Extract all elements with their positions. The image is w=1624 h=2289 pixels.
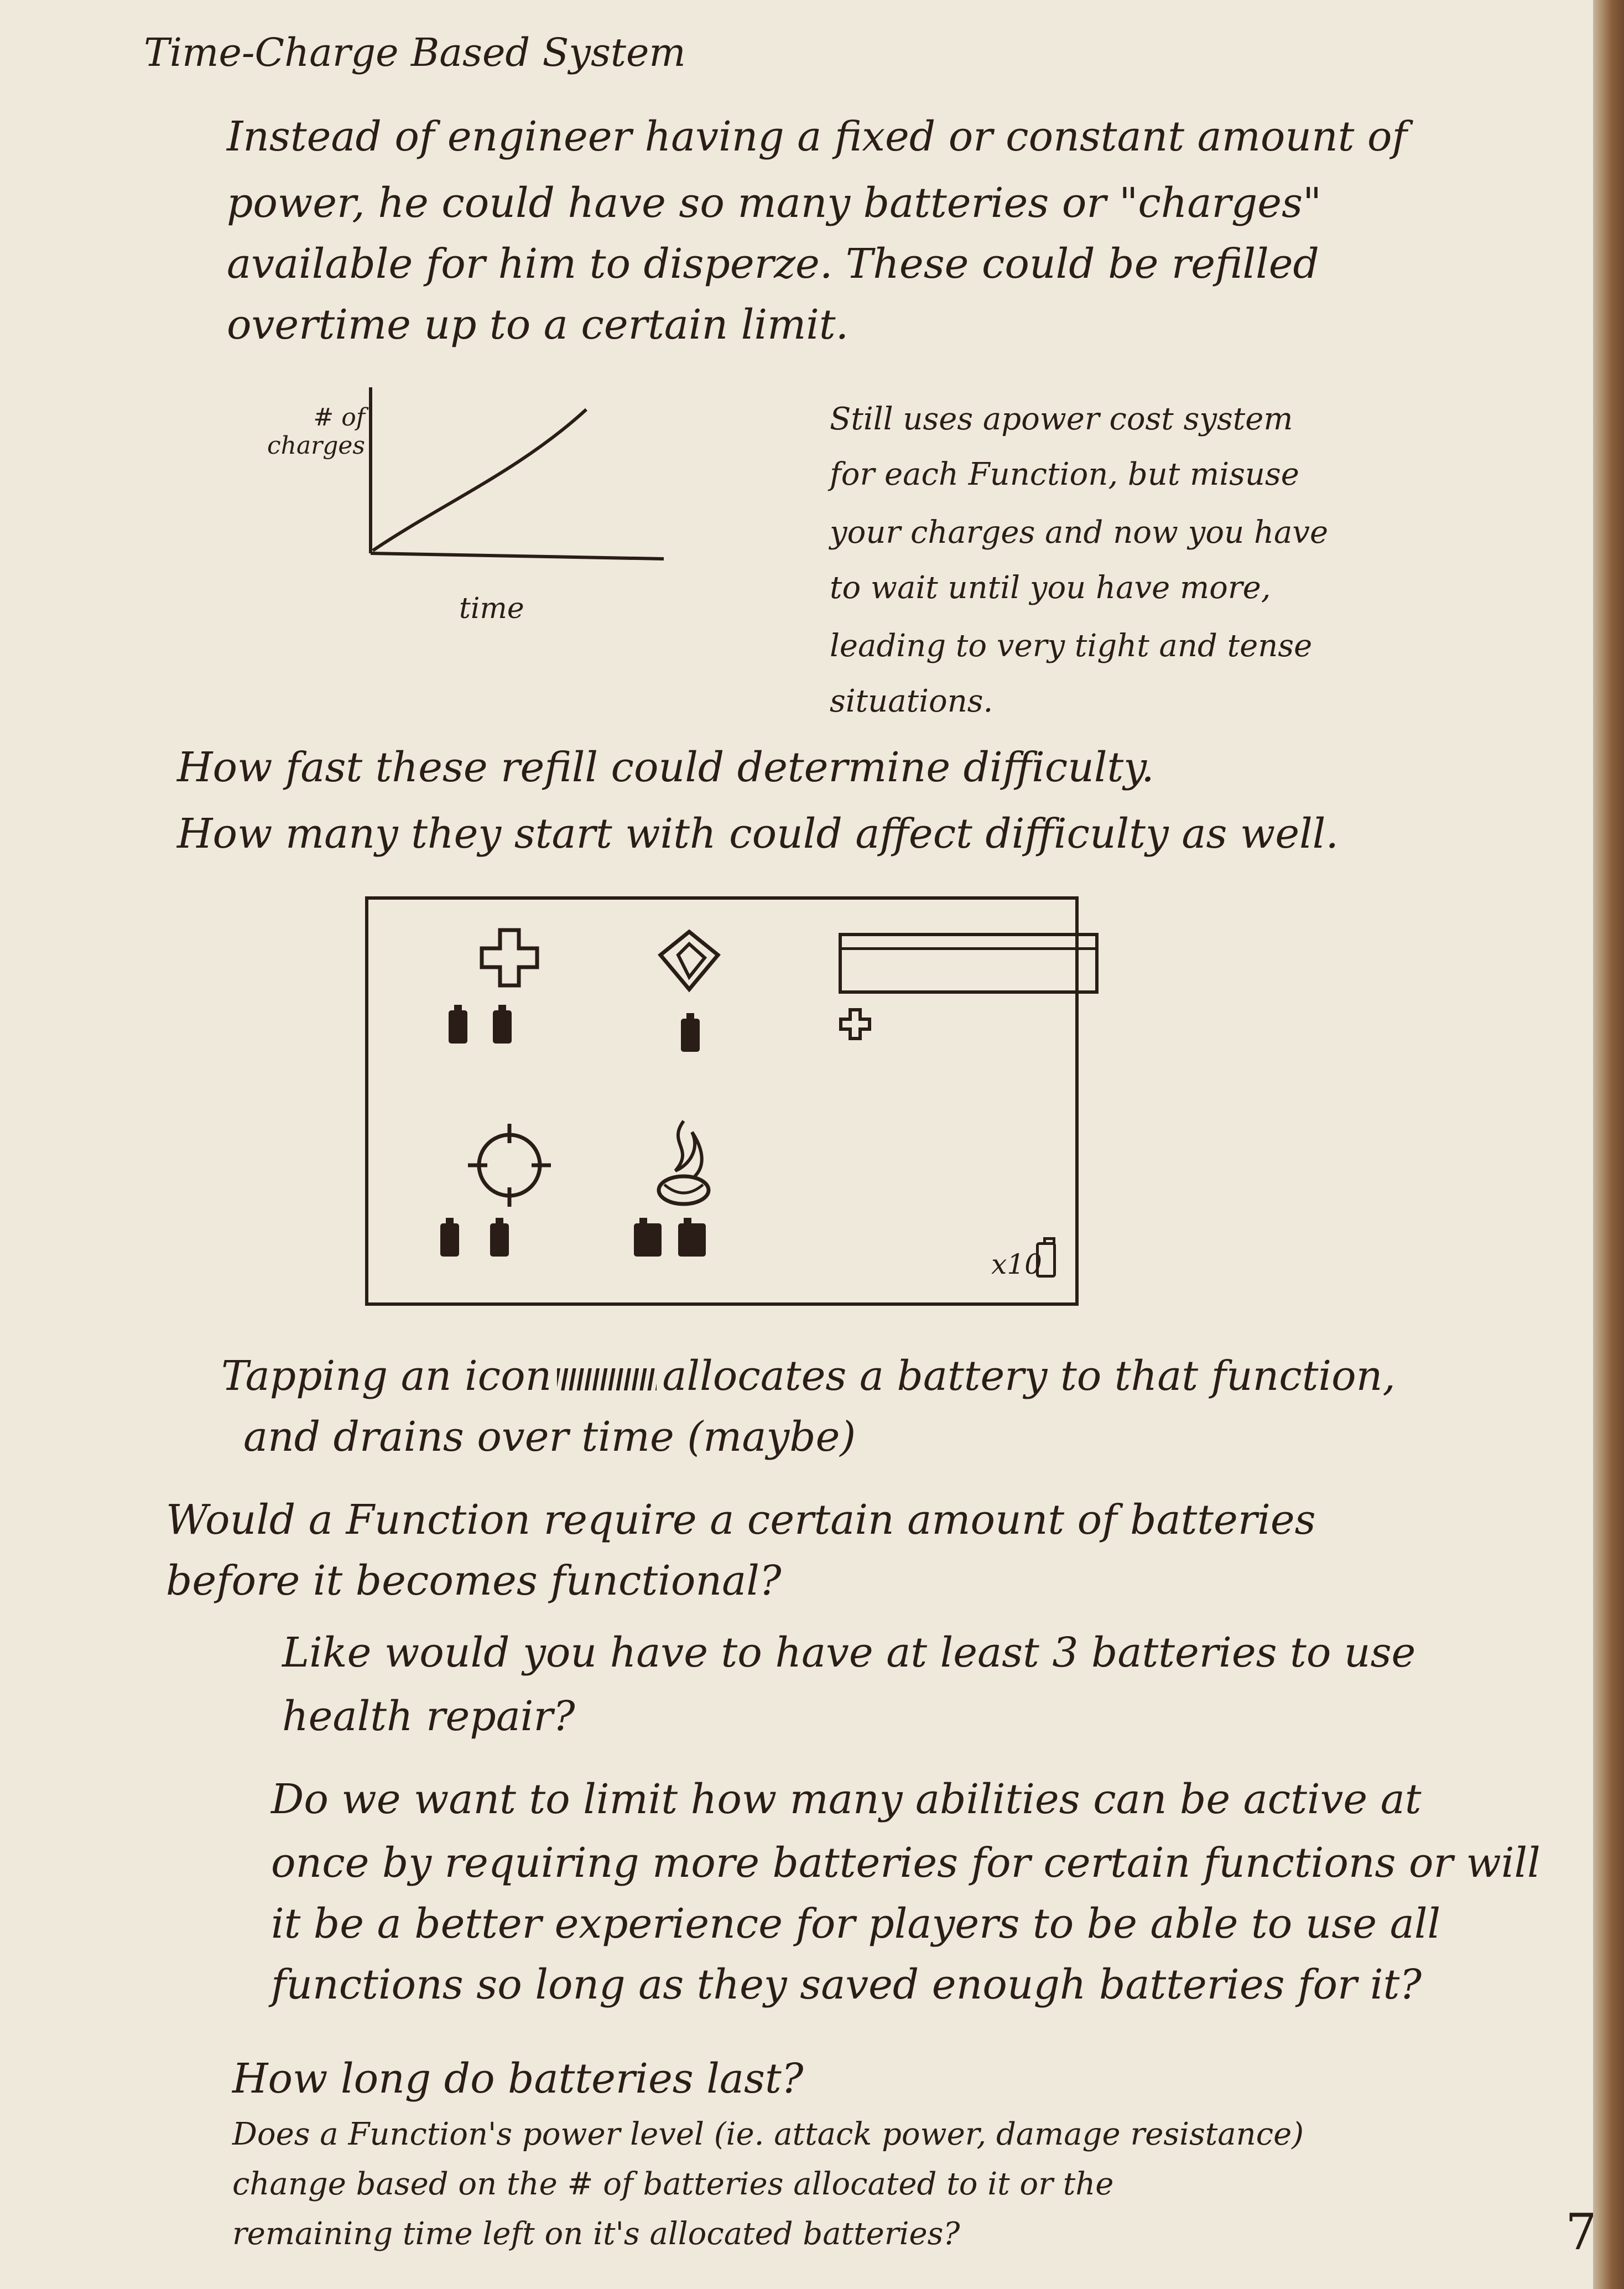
battery-count: x10 bbox=[991, 1248, 1042, 1280]
side-note-line-5: leading to very tight and tense bbox=[830, 628, 1313, 664]
side-note-line-4: to wait until you have more, bbox=[830, 570, 1271, 606]
charge-meter-bar bbox=[839, 933, 1099, 994]
question2-line-2: once by requiring more batteries for cer… bbox=[271, 1839, 1540, 1887]
intro-line-1: Instead of engineer having a fixed or co… bbox=[227, 113, 1407, 160]
battery-outline-icon bbox=[1036, 1237, 1056, 1278]
graph-axes-and-line bbox=[369, 387, 664, 560]
question1-line-1: Would a Function require a certain amoun… bbox=[166, 1496, 1316, 1544]
intro-line-4: overtime up to a certain limit. bbox=[227, 301, 849, 349]
question4-line-2: change based on the # of batteries alloc… bbox=[232, 2166, 1114, 2202]
notebook-page-edge bbox=[1593, 0, 1624, 2289]
charges-over-time-graph: # of charges time bbox=[260, 382, 691, 636]
page-number: 7 bbox=[1565, 2203, 1597, 2261]
battery-icon bbox=[449, 1005, 467, 1044]
tapping-line-2: and drains over time (maybe) bbox=[243, 1413, 856, 1461]
battery-icon bbox=[681, 1013, 700, 1052]
scribble-mark bbox=[557, 1368, 657, 1390]
battery-icon bbox=[440, 1218, 459, 1257]
question2-line-4: functions so long as they saved enough b… bbox=[271, 1961, 1422, 2008]
battery-icon bbox=[634, 1218, 662, 1257]
graph-xlabel: time bbox=[459, 592, 524, 625]
fire-icon[interactable] bbox=[650, 1115, 717, 1210]
side-note-line-2: for each Function, but misuse bbox=[830, 456, 1299, 492]
difficulty-line-2: How many they start with could affect di… bbox=[177, 810, 1339, 858]
question4-line-3: remaining time left on it's allocated ba… bbox=[232, 2216, 960, 2252]
crosshair-icon[interactable] bbox=[462, 1118, 556, 1212]
difficulty-line-1: How fast these refill could determine di… bbox=[177, 744, 1154, 791]
ui-mockup-panel: x10 bbox=[365, 896, 1099, 1306]
question2-line-3: it be a better experience for players to… bbox=[271, 1900, 1441, 1948]
intro-line-2: power, he could have so many batteries o… bbox=[227, 179, 1322, 227]
page-title: Time-Charge Based System bbox=[144, 30, 686, 75]
question1-example-line-2: health repair? bbox=[282, 1693, 575, 1740]
battery-icon bbox=[678, 1218, 706, 1257]
battery-icon bbox=[493, 1005, 512, 1044]
intro-line-3: available for him to disperze. These cou… bbox=[227, 240, 1319, 288]
question2-line-1: Do we want to limit how many abilities c… bbox=[271, 1776, 1422, 1823]
graph-ylabel: # of charges bbox=[267, 403, 365, 460]
battery-icon bbox=[490, 1218, 509, 1257]
side-note-line-1: Still uses apower cost system bbox=[830, 401, 1293, 437]
side-note-line-6: situations. bbox=[830, 683, 993, 719]
health-cross-icon bbox=[839, 1008, 871, 1040]
side-note-line-3: your charges and now you have bbox=[830, 515, 1329, 551]
question3: How long do batteries last? bbox=[232, 2055, 804, 2103]
shield-icon[interactable] bbox=[656, 927, 722, 994]
health-cross-icon[interactable] bbox=[479, 927, 540, 988]
question1-line-2: before it becomes functional? bbox=[166, 1557, 782, 1605]
question1-example-line-1: Like would you have to have at least 3 b… bbox=[282, 1629, 1416, 1676]
question4-line-1: Does a Function's power level (ie. attac… bbox=[232, 2116, 1304, 2152]
